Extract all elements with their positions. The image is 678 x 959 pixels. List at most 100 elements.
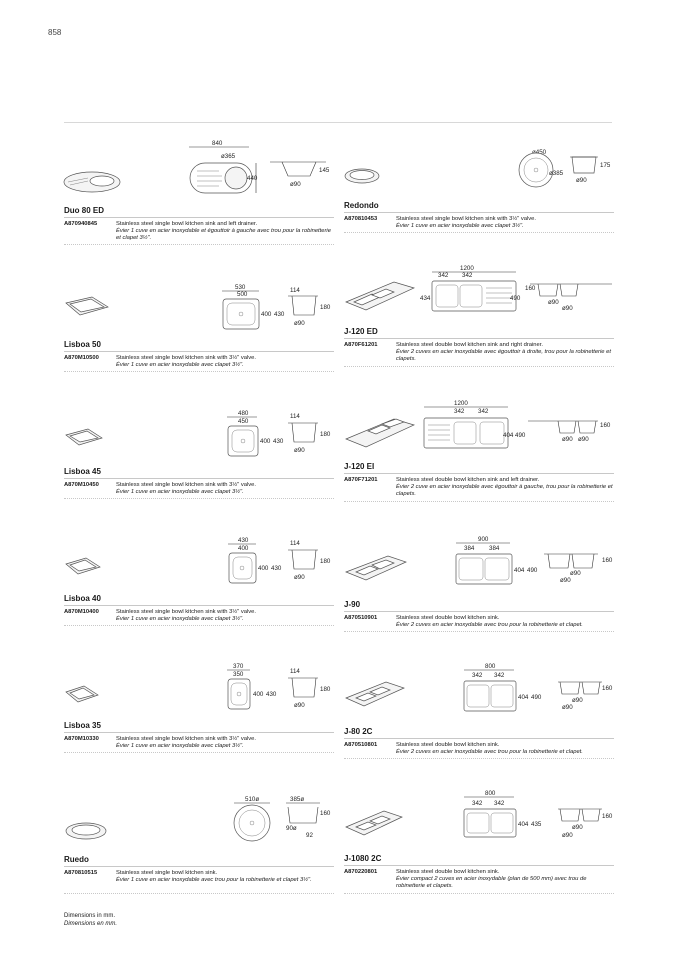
product-block: 480 450 400 430 114 180 ø90 Lisboa 45 A8… xyxy=(64,409,334,529)
description-fr: Évier 2 cuves en acier inoxydable avec é… xyxy=(396,349,611,362)
divider xyxy=(344,893,614,894)
svg-text:ø90: ø90 xyxy=(562,704,573,711)
svg-text:114: 114 xyxy=(290,413,300,420)
divider xyxy=(64,732,334,733)
description-en: Stainless steel single bowl kitchen sink… xyxy=(116,609,256,615)
svg-text:434: 434 xyxy=(420,295,431,302)
svg-text:180: 180 xyxy=(320,304,331,311)
sink-plan-drawing: 530 500 400 430 xyxy=(222,284,285,330)
product-drawings: 1200 342 342 434 490 160 ø90 ø90 xyxy=(345,265,612,312)
product-drawings: 530 500 400 430 114 180 ø90 xyxy=(65,284,331,330)
svg-text:ø90: ø90 xyxy=(294,320,305,327)
svg-text:ø90: ø90 xyxy=(562,305,573,312)
description-fr: Évier 1 cuve en acier inoxydable avec cl… xyxy=(116,616,244,622)
divider xyxy=(64,752,334,753)
description-en: Stainless steel double bowl kitchen sink… xyxy=(396,342,543,348)
product-drawings: 800 342 342 404 435 160 ø90 ø90 xyxy=(345,790,613,839)
divider xyxy=(64,605,334,606)
divider xyxy=(344,631,614,632)
divider xyxy=(344,738,614,739)
product-drawings: 480 450 400 430 114 180 ø90 xyxy=(65,410,331,457)
svg-text:404: 404 xyxy=(518,821,529,828)
product-code: A870810453 xyxy=(344,216,378,222)
svg-text:342: 342 xyxy=(454,408,465,415)
product-drawings: 1200 342 342 404 490 160 ø90 ø90 xyxy=(345,400,611,449)
svg-text:160: 160 xyxy=(600,422,611,429)
svg-text:180: 180 xyxy=(320,431,331,438)
svg-text:342: 342 xyxy=(472,800,483,807)
product-name: Ruedo xyxy=(64,855,89,864)
divider xyxy=(64,498,334,499)
sink-plan-drawing: 900 384 384 404 490 xyxy=(455,536,538,585)
divider xyxy=(64,866,334,867)
product-drawings: 430 400 400 430 114 180 ø90 xyxy=(65,537,331,584)
product-block: 800 342 342 404 490 160 ø90 ø90 J-80 2C … xyxy=(344,660,614,780)
svg-text:400: 400 xyxy=(260,438,271,445)
product-code: A870940845 xyxy=(64,221,98,227)
svg-text:384: 384 xyxy=(464,545,475,552)
product-name: Lisboa 35 xyxy=(64,721,101,730)
product-name: J-120 ED xyxy=(344,327,378,336)
product-drawings: ø450 ø385 175 ø90 xyxy=(344,149,611,188)
sink-section-drawing: 175 ø90 xyxy=(570,156,611,184)
svg-text:404: 404 xyxy=(518,694,529,701)
svg-text:350: 350 xyxy=(233,671,244,678)
product-name: J-90 xyxy=(344,600,361,609)
product-description: Stainless steel single bowl kitchen sink… xyxy=(116,355,334,369)
svg-text:ø90: ø90 xyxy=(290,181,301,188)
description-en: Stainless steel double bowl kitchen sink… xyxy=(396,477,540,483)
product-description: Stainless steel single bowl kitchen sink… xyxy=(396,216,614,230)
divider xyxy=(344,473,614,474)
svg-text:342: 342 xyxy=(462,272,473,279)
svg-text:ø90: ø90 xyxy=(576,177,587,184)
description-en: Stainless steel single bowl kitchen sink… xyxy=(116,355,256,361)
product-description: Stainless steel double bowl kitchen sink… xyxy=(396,342,614,363)
description-en: Stainless steel double bowl kitchen sink… xyxy=(396,615,500,621)
sink-plan-drawing: 1200 342 342 404 490 xyxy=(423,400,526,449)
sink-section-drawing: 114 180 ø90 xyxy=(288,413,331,454)
description-en: Stainless steel single bowl kitchen sink… xyxy=(396,216,536,222)
product-block: 530 500 400 430 114 180 ø90 Lisboa 50 A8… xyxy=(64,283,334,403)
divider xyxy=(64,893,334,894)
svg-text:342: 342 xyxy=(438,272,449,279)
svg-text:800: 800 xyxy=(485,790,496,797)
svg-text:ø90: ø90 xyxy=(570,570,581,577)
svg-text:ø90: ø90 xyxy=(578,436,589,443)
product-drawings: 840 ø365 440 145 ø90 xyxy=(63,140,330,194)
svg-text:400: 400 xyxy=(253,691,264,698)
divider xyxy=(64,625,334,626)
product-name: J-120 EI xyxy=(344,462,375,471)
product-code: A870M10400 xyxy=(64,609,99,615)
product-name: Duo 80 ED xyxy=(64,206,105,215)
svg-text:342: 342 xyxy=(494,800,505,807)
sink-section-drawing: 160 ø90 ø90 xyxy=(544,553,613,584)
sink-perspective-image xyxy=(65,822,107,840)
svg-text:ø90: ø90 xyxy=(294,574,305,581)
sink-perspective-image xyxy=(65,428,103,446)
svg-text:114: 114 xyxy=(290,668,300,675)
svg-text:ø90: ø90 xyxy=(572,697,583,704)
svg-text:1200: 1200 xyxy=(460,265,474,272)
product-code: A870M10450 xyxy=(64,482,99,488)
product-block: 430 400 400 430 114 180 ø90 Lisboa 40 A8… xyxy=(64,536,334,656)
sink-section-drawing: 114 180 ø90 xyxy=(288,540,331,581)
svg-text:ø90: ø90 xyxy=(572,824,583,831)
svg-text:ø90: ø90 xyxy=(560,577,571,584)
sink-perspective-image xyxy=(63,171,121,193)
sink-plan-drawing: 430 400 400 430 xyxy=(228,537,282,584)
description-fr: Évier 1 cuve en acier inoxydable et égou… xyxy=(116,228,331,241)
svg-text:ø90: ø90 xyxy=(294,702,305,709)
description-en: Stainless steel single bowl kitchen sink… xyxy=(116,482,256,488)
sink-perspective-image xyxy=(344,168,380,184)
product-code: A870M10500 xyxy=(64,355,99,361)
svg-text:404: 404 xyxy=(503,432,514,439)
product-code: A870220801 xyxy=(344,869,378,875)
svg-text:175: 175 xyxy=(600,162,611,169)
sink-plan-drawing: 840 ø365 440 xyxy=(189,140,258,194)
svg-text:180: 180 xyxy=(320,686,331,693)
divider xyxy=(64,351,334,352)
svg-text:900: 900 xyxy=(478,536,489,543)
sink-perspective-image xyxy=(345,281,415,311)
product-block: 370 350 400 430 114 180 ø90 Lisboa 35 A8… xyxy=(64,662,334,782)
sink-section-drawing: 160 ø90 ø90 xyxy=(558,681,613,711)
